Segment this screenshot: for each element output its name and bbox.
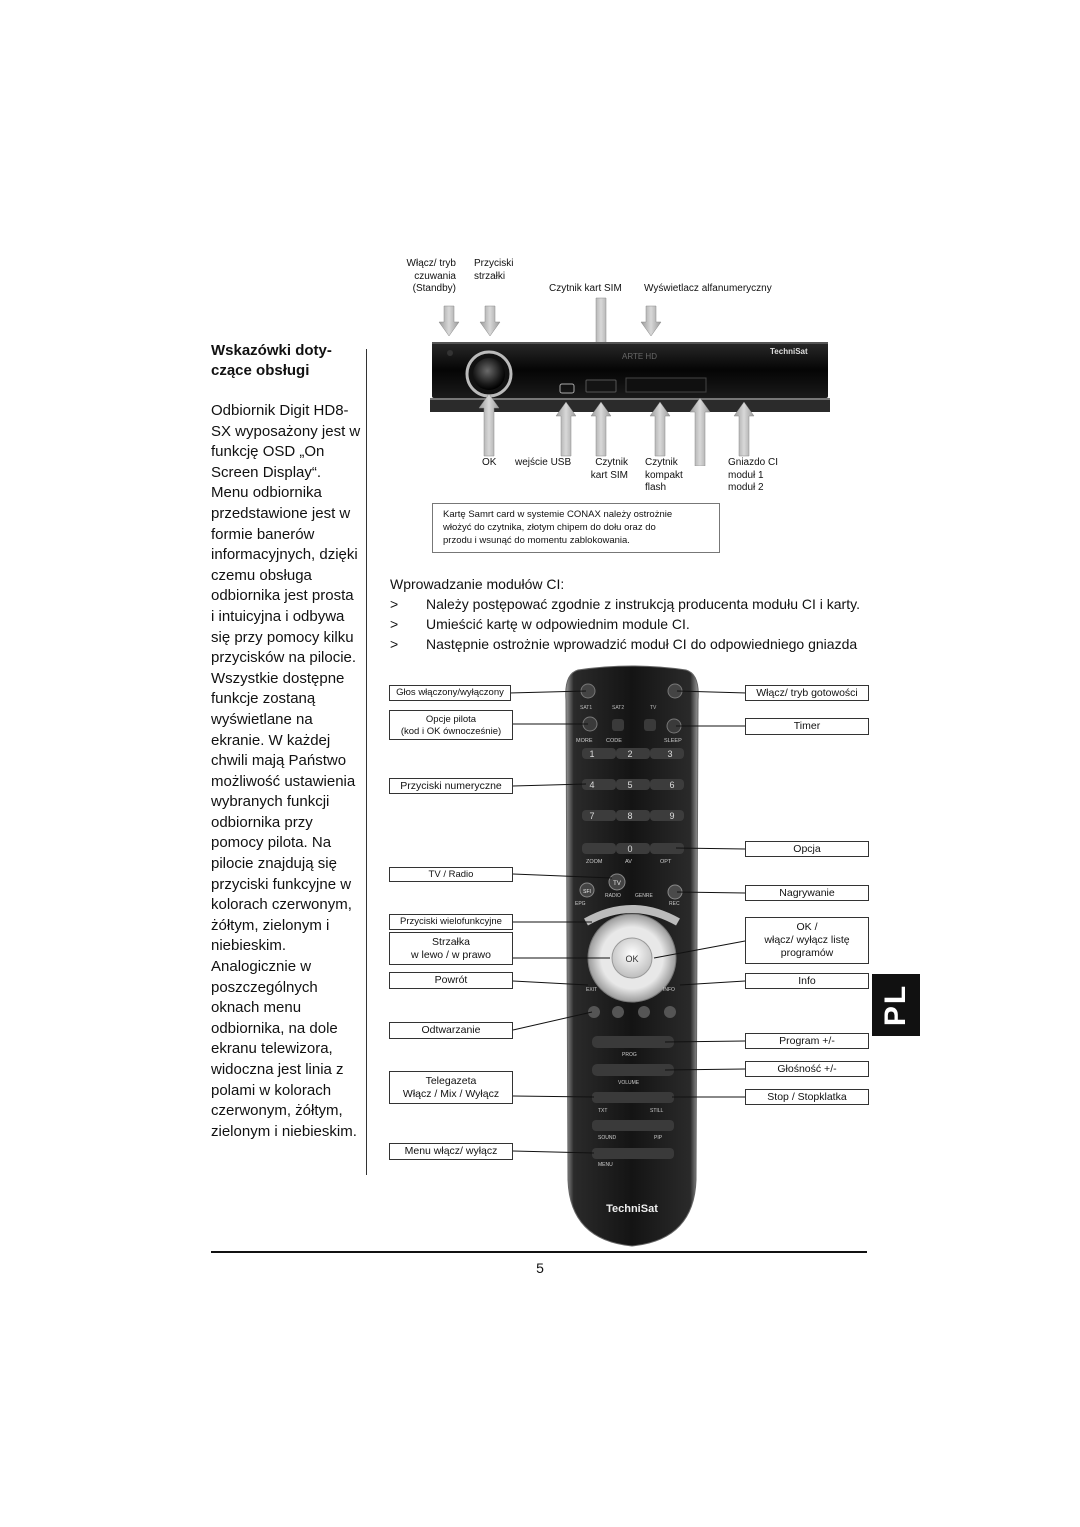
column-divider <box>366 349 367 1175</box>
label-tv-radio: TV / Radio <box>389 867 513 882</box>
receiver-illustration: ARTE HD TechniSat <box>430 297 830 466</box>
label-numeric-keys: Przyciski numeryczne <box>389 778 513 794</box>
smartcard-note: Kartę Samrt card w systemie CONAX należy… <box>432 503 720 553</box>
label-back: Powrót <box>389 972 513 989</box>
label-multifunction-keys: Przyciski wielofunkcyjne <box>389 914 513 930</box>
svg-text:ZOOM: ZOOM <box>586 859 603 865</box>
svg-text:7: 7 <box>589 811 594 821</box>
label-ci-slot: Gniazdo CI moduł 1 moduł 2 <box>728 457 779 493</box>
page-number: 5 <box>536 1260 544 1276</box>
svg-text:9: 9 <box>669 811 674 821</box>
label-sim-reader-top: Czytnik kart SIM <box>549 283 622 294</box>
label-ok-program-list: OK / włącz/ wyłącz listę programów <box>745 917 869 964</box>
svg-text:SAT2: SAT2 <box>612 705 624 711</box>
label-option: Opcja <box>745 841 869 857</box>
svg-text:TXT: TXT <box>598 1108 607 1114</box>
label-ok: OK <box>482 457 497 468</box>
svg-text:CODE: CODE <box>606 738 622 744</box>
language-tab: PL <box>872 974 920 1036</box>
ci-heading: Wprowadzanie modułów CI: <box>390 576 565 592</box>
svg-text:TV: TV <box>613 881 621 887</box>
label-standby-remote: Włącz/ tryb gotowości <box>745 685 869 701</box>
svg-text:REC: REC <box>669 901 680 907</box>
ci-step-1: >Należy postępować zgodnie z instrukcją … <box>390 596 860 612</box>
svg-text:EPG: EPG <box>575 901 586 907</box>
label-arrow-keys: Przyciski strzałki <box>474 258 514 282</box>
label-record: Nagrywanie <box>745 885 869 901</box>
svg-text:4: 4 <box>589 780 594 790</box>
label-stop-still: Stop / Stopklatka <box>745 1089 869 1105</box>
label-info: Info <box>745 973 869 989</box>
label-standby: Włącz/ tryb czuwania (Standby) <box>406 258 456 294</box>
language-tab-label: PL <box>879 983 912 1027</box>
pointer-arrows-bottom <box>478 393 755 466</box>
svg-text:SAT1: SAT1 <box>580 705 592 711</box>
label-teletext: Telegazeta Włącz / Mix / Wyłącz <box>389 1071 513 1104</box>
label-sim-reader: Czytnik kart SIM <box>590 457 628 481</box>
label-left-right-arrow: Strzałka w lewo / w prawo <box>389 932 513 965</box>
svg-text:GENRE: GENRE <box>635 893 653 899</box>
svg-text:2: 2 <box>627 749 632 759</box>
svg-text:SOUND: SOUND <box>598 1135 616 1141</box>
svg-text:MENU: MENU <box>598 1162 613 1168</box>
svg-text:SLEEP: SLEEP <box>664 738 682 744</box>
svg-text:8: 8 <box>627 811 632 821</box>
svg-text:5: 5 <box>627 780 632 790</box>
receiver-display-text: ARTE HD <box>622 352 657 361</box>
svg-text:3: 3 <box>667 749 672 759</box>
receiver-brand-logo: TechniSat <box>770 347 808 356</box>
label-usb: wejście USB <box>515 457 572 468</box>
section-title-line2: czące obsługi <box>211 362 310 379</box>
svg-text:VOLUME: VOLUME <box>618 1080 640 1086</box>
intro-paragraph: Odbiornik Digit HD8-SX wyposażony jest w… <box>211 402 361 1140</box>
svg-text:RADIO: RADIO <box>605 893 621 899</box>
svg-text:INFO: INFO <box>663 987 675 993</box>
svg-text:MORE: MORE <box>576 738 593 744</box>
svg-text:SFI: SFI <box>583 889 591 895</box>
label-menu-toggle: Menu włącz/ wyłącz <box>389 1143 513 1160</box>
remote-leader-lines <box>508 690 748 1154</box>
svg-text:6: 6 <box>669 780 674 790</box>
label-program-up-down: Program +/- <box>745 1033 869 1049</box>
remote-brand-logo: TechniSat <box>606 1203 658 1215</box>
label-sound-toggle: Głos włączony/wyłączony <box>389 685 511 701</box>
svg-text:0: 0 <box>627 844 632 854</box>
section-title: Wskazówki doty- czące obsługi <box>211 341 361 381</box>
label-volume-up-down: Głośność +/- <box>745 1061 869 1077</box>
footer-rule <box>211 1251 867 1253</box>
svg-text:1: 1 <box>589 749 594 759</box>
ci-step-2: >Umieścić kartę w odpowiednim module CI. <box>390 616 690 632</box>
label-display: Wyświetlacz alfanumeryczny <box>644 283 772 294</box>
svg-text:PIP: PIP <box>654 1135 663 1141</box>
label-remote-options: Opcje pilota (kod i OK ównocześnie) <box>389 710 513 740</box>
svg-text:PROG: PROG <box>622 1052 637 1058</box>
svg-text:TV: TV <box>650 705 657 711</box>
svg-text:STILL: STILL <box>650 1108 664 1114</box>
label-flash-reader: Czytnik kompakt flash <box>645 457 683 493</box>
remote-illustration: SAT1 SAT2 TV MORE CODE SLEEP 1 2 3 4 5 6 7 8 9… <box>508 665 748 1247</box>
section-title-line1: Wskazówki doty- <box>211 342 332 359</box>
label-playback: Odtwarzanie <box>389 1022 513 1039</box>
ci-step-3: >Następnie ostrożnie wprowadzić moduł CI… <box>390 636 858 652</box>
svg-text:OK: OK <box>625 954 638 964</box>
svg-text:EXIT: EXIT <box>586 987 597 993</box>
svg-text:AV: AV <box>625 859 632 865</box>
svg-text:OPT: OPT <box>660 859 672 865</box>
label-timer: Timer <box>745 718 869 735</box>
